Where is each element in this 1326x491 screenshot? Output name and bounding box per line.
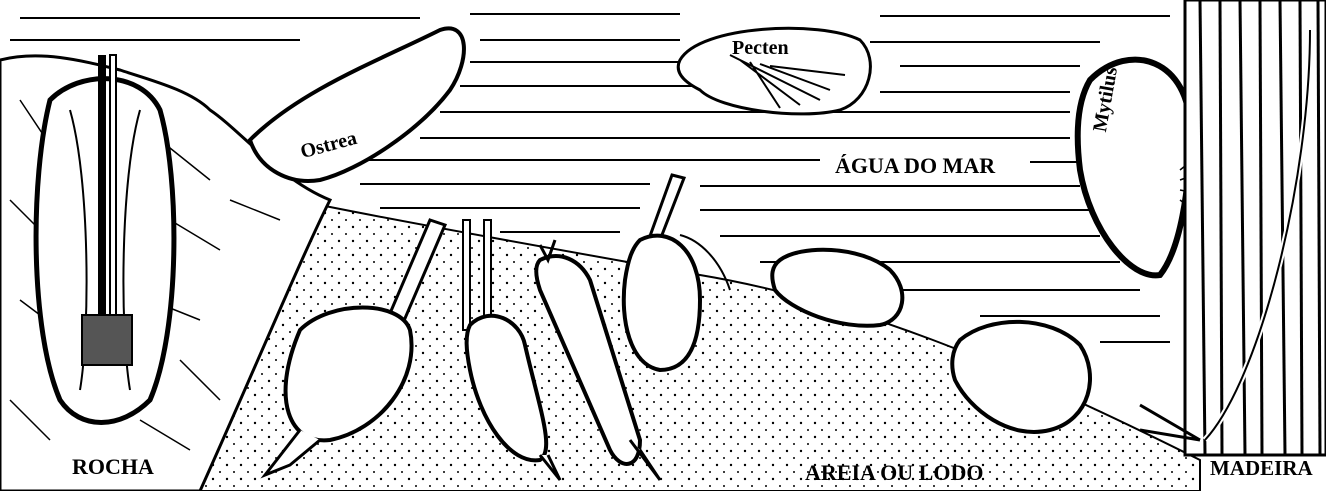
- label-pecten: Pecten: [732, 38, 789, 58]
- label-madeira: MADEIRA: [1210, 458, 1313, 479]
- label-rocha: ROCHA: [72, 456, 154, 478]
- label-agua-do-mar: ÁGUA DO MAR: [835, 155, 995, 177]
- label-areia-ou-lodo: AREIA OU LODO: [805, 462, 983, 484]
- rock-borer-clam: [36, 55, 174, 423]
- ostrea-shell: [250, 28, 464, 181]
